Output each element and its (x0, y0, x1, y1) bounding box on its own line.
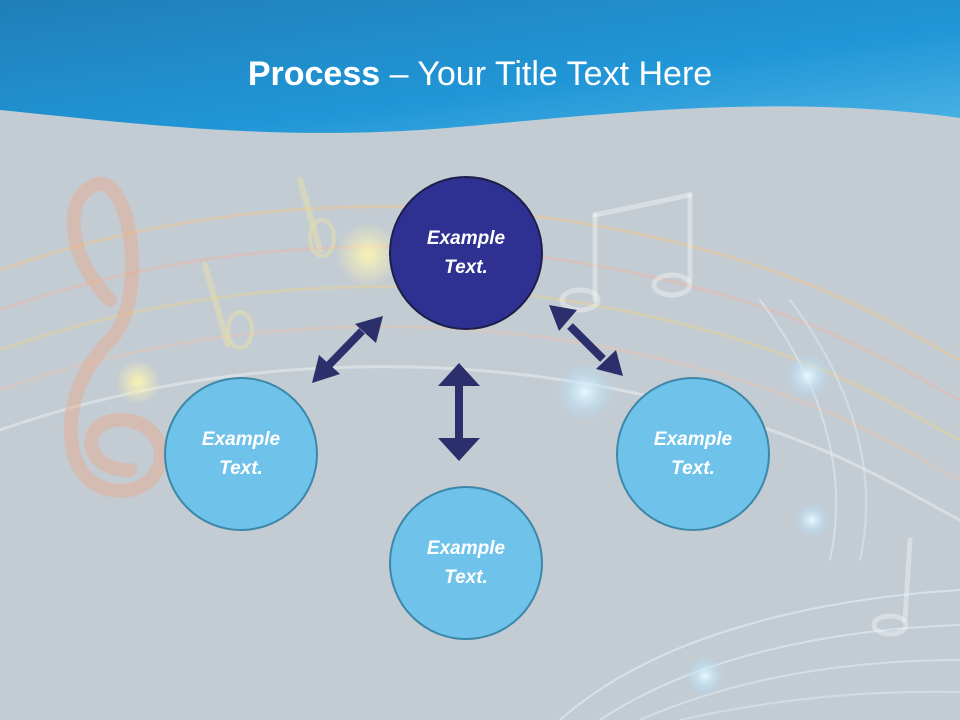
slide-title-rest: – Your Title Text Here (380, 55, 713, 93)
process-node-left-label: Example Text. (201, 429, 281, 479)
slide-title: Process – Your Title Text Here (0, 52, 960, 96)
treble-clef-decoration (63, 176, 168, 498)
process-node-left[interactable]: Example Text. (164, 377, 318, 531)
process-node-bottom-label: Example Text. (426, 538, 506, 588)
music-note-decoration (559, 192, 913, 637)
process-node-top[interactable]: Example Text. (389, 176, 543, 330)
slide-title-bold: Process (247, 55, 381, 93)
music-staff-decoration (0, 205, 960, 720)
music-note-decoration (202, 177, 336, 350)
process-node-top-label: Example Text. (426, 228, 506, 278)
process-node-right-label: Example Text. (653, 429, 733, 479)
process-node-bottom[interactable]: Example Text. (389, 486, 543, 640)
process-node-right[interactable]: Example Text. (616, 377, 770, 531)
header-band (0, 0, 960, 133)
